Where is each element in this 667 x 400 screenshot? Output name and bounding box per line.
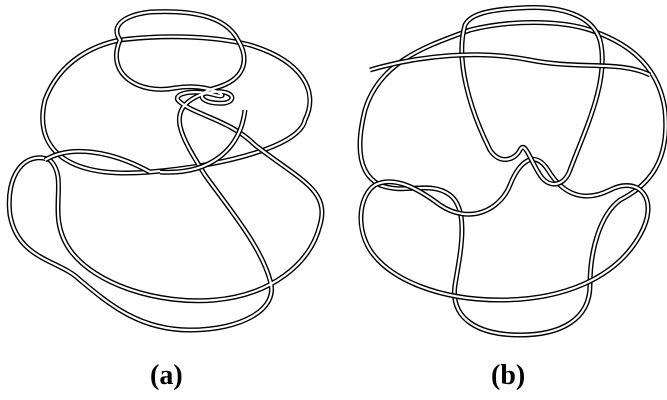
knot-a [9, 12, 322, 330]
panel-b-caption: (b) [491, 360, 526, 391]
panel-a-caption: (a) [150, 360, 183, 391]
knot-b [360, 7, 666, 335]
knot-diagrams [0, 0, 667, 360]
